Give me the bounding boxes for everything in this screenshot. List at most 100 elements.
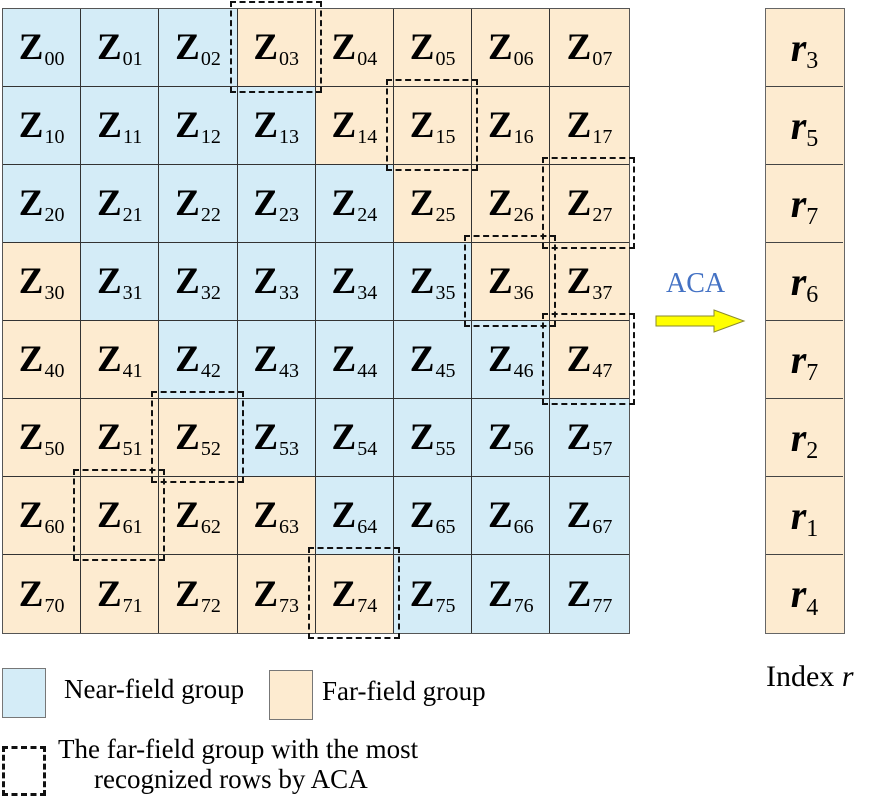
cell-subscript: 37 (592, 282, 613, 304)
cell-symbol: Z (96, 495, 122, 536)
cell-subscript: 54 (357, 438, 378, 460)
index-symbol: r (790, 571, 807, 616)
cell-subscript: 55 (435, 438, 456, 460)
cell-subscript: 35 (435, 282, 456, 304)
cell-symbol: Z (175, 417, 200, 458)
cell-symbol: Z (409, 417, 435, 458)
cell-symbol: Z (97, 105, 122, 146)
cell-symbol: Z (253, 105, 279, 146)
cell-symbol: Z (253, 495, 279, 536)
cell-subscript: 41 (122, 360, 143, 382)
cell-subscript: 50 (44, 438, 65, 460)
cell-subscript: 52 (200, 438, 221, 460)
cell-symbol: Z (331, 261, 357, 302)
cell-symbol: Z (409, 261, 435, 302)
cell-symbol: Z (566, 417, 592, 458)
cell-subscript: 21 (122, 204, 143, 226)
cell-subscript: 11 (122, 126, 143, 148)
cell-subscript: 13 (279, 126, 300, 148)
index-subscript: 1 (806, 516, 819, 542)
cell-subscript: 61 (122, 516, 143, 538)
cell-subscript: 20 (44, 204, 65, 226)
index-caption-symbol: r (841, 660, 854, 693)
cell-subscript: 31 (122, 282, 143, 304)
cell-subscript: 10 (44, 126, 65, 148)
cell-symbol: Z (18, 573, 44, 615)
cell-subscript: 00 (44, 48, 65, 70)
cell-symbol: Z (175, 105, 200, 146)
cell-subscript: 63 (279, 516, 300, 538)
cell-subscript: 70 (44, 594, 65, 617)
cell-symbol: Z (96, 183, 122, 224)
cell-symbol: Z (487, 261, 513, 302)
cell-symbol: Z (18, 27, 44, 68)
cell-symbol: Z (487, 339, 513, 380)
cell-subscript: 16 (513, 126, 534, 148)
cell-subscript: 65 (435, 516, 456, 538)
cell-subscript: 05 (435, 48, 456, 70)
cell-subscript: 23 (279, 204, 300, 226)
cell-subscript: 02 (200, 48, 221, 70)
cell-subscript: 30 (44, 282, 65, 304)
cell-symbol: Z (487, 27, 513, 68)
index-symbol: r (790, 414, 807, 460)
cell-subscript: 03 (279, 48, 300, 70)
cell-subscript: 25 (435, 204, 456, 226)
cell-symbol: Z (409, 495, 435, 536)
cell-symbol: Z (253, 417, 279, 458)
cell-symbol: Z (253, 261, 279, 302)
cell-subscript: 51 (122, 438, 143, 460)
cell-symbol: Z (96, 261, 122, 302)
aca-label: ACA (666, 268, 726, 299)
cell-subscript: 43 (279, 360, 300, 382)
cell-subscript: 06 (513, 48, 534, 70)
cell-subscript: 60 (44, 516, 65, 538)
cell-symbol: Z (566, 27, 592, 68)
index-caption: Index r (766, 660, 854, 694)
cell-symbol: Z (566, 495, 592, 536)
arrow-right-icon (655, 309, 746, 333)
cell-symbol: Z (96, 27, 122, 68)
index-symbol: r (790, 180, 807, 226)
cell-symbol: Z (96, 573, 122, 615)
cell-subscript: 75 (435, 594, 456, 617)
cell-symbol: Z (175, 495, 200, 536)
cell-symbol: Z (409, 573, 435, 615)
cell-subscript: 34 (357, 282, 378, 304)
